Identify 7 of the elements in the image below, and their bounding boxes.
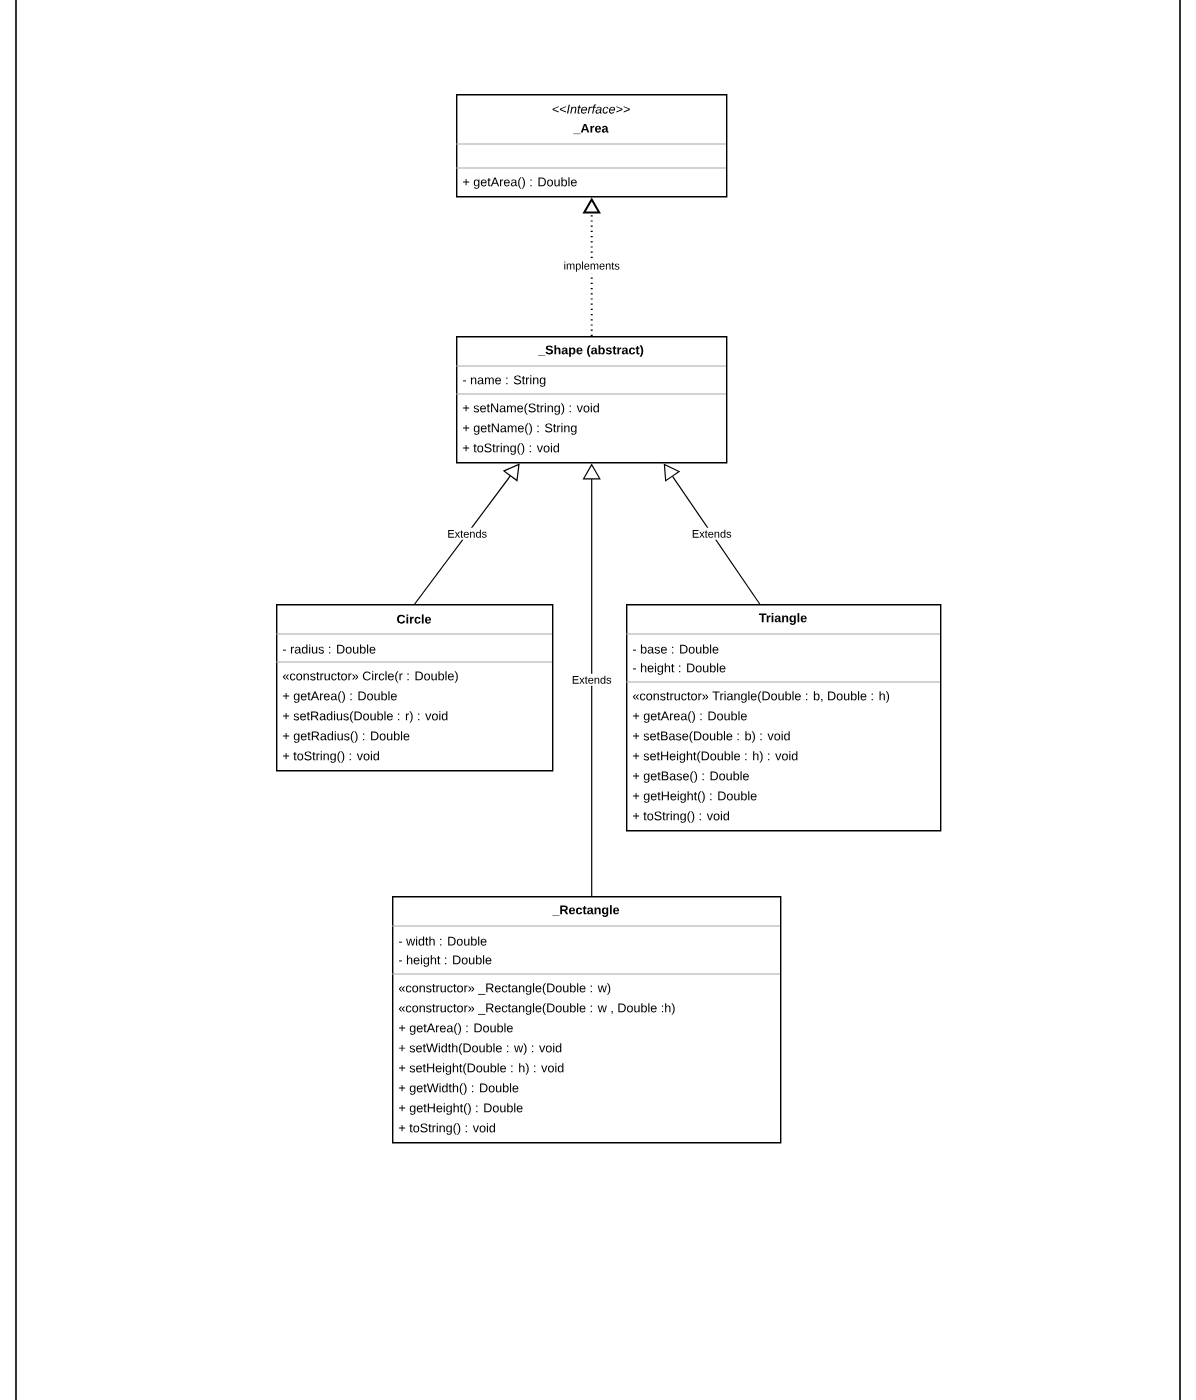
arrow <box>663 463 761 605</box>
arrow <box>414 463 520 605</box>
class-box <box>275 604 554 772</box>
class-box <box>455 336 728 464</box>
class-box <box>455 94 728 198</box>
class-box <box>625 604 942 832</box>
class-box <box>391 896 782 1144</box>
